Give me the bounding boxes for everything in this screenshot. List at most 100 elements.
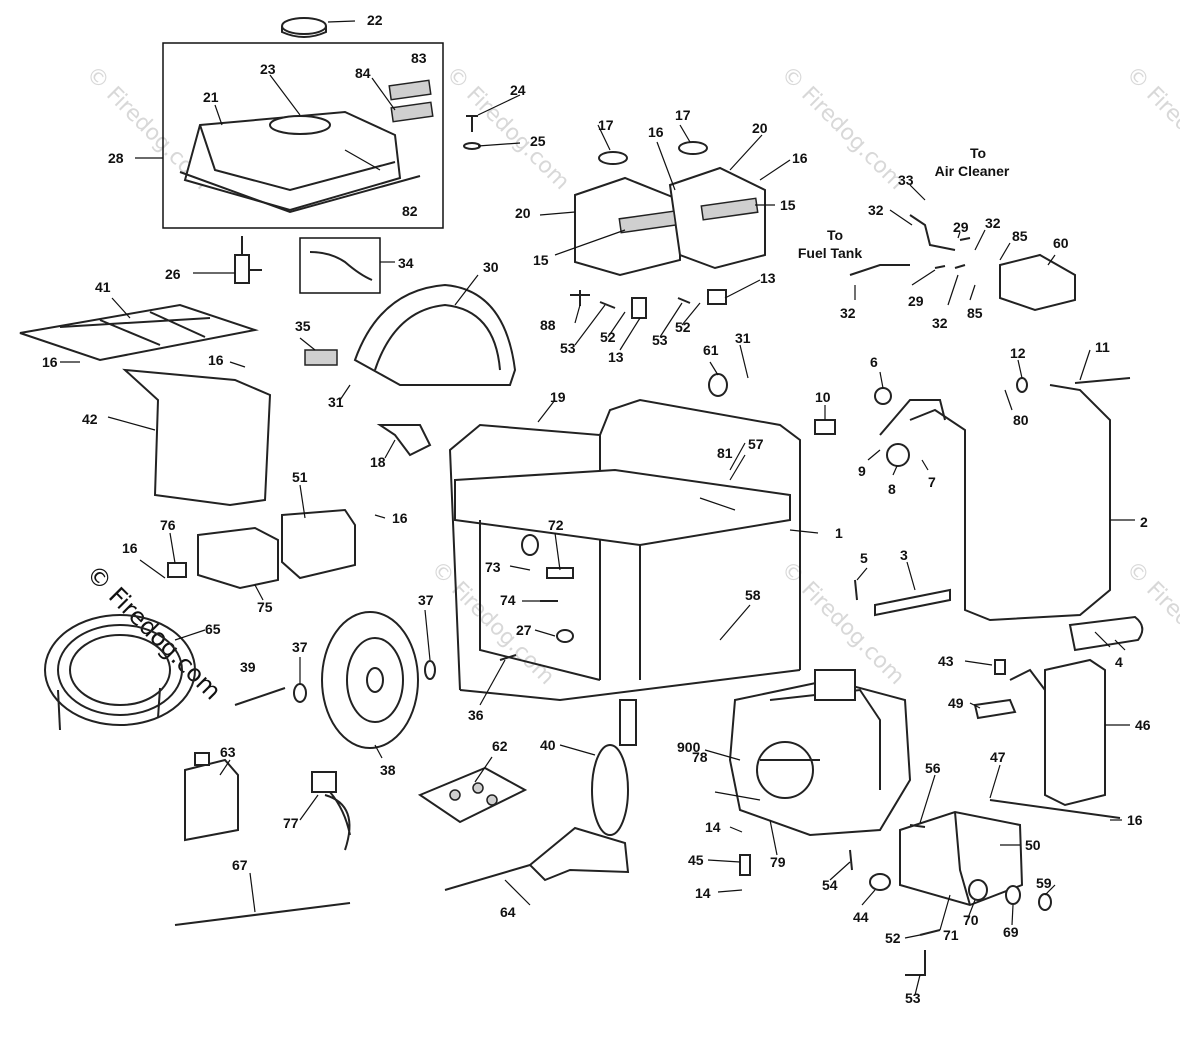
callout: 32 — [868, 202, 884, 218]
bracket — [874, 588, 951, 617]
battery-assembly — [167, 508, 356, 590]
callout: 32 — [932, 315, 948, 331]
callout: 63 — [220, 744, 236, 760]
callout: 16 — [208, 352, 224, 368]
spray-wand — [174, 902, 351, 926]
callout: 19 — [550, 389, 566, 405]
callout: 5 — [860, 550, 868, 566]
callout: 27 — [516, 622, 532, 638]
callout: 79 — [770, 854, 786, 870]
callout: 59 — [1036, 875, 1052, 891]
callout: 13 — [608, 349, 624, 365]
callout: 60 — [1053, 235, 1069, 251]
callout: 16 — [392, 510, 408, 526]
accessory-kit — [417, 766, 528, 824]
callout: 12 — [1010, 345, 1026, 361]
callout: 20 — [515, 205, 531, 221]
callout: 65 — [205, 621, 221, 637]
callout: 11 — [1095, 339, 1110, 355]
callout: 74 — [500, 592, 516, 608]
callout: 29 — [953, 219, 969, 235]
callout: 26 — [165, 266, 181, 282]
callout: 18 — [370, 454, 386, 470]
callout: 51 — [292, 469, 308, 485]
callout: 31 — [735, 330, 751, 346]
callout: 83 — [411, 50, 427, 66]
callout: 14 — [695, 885, 711, 901]
callout: 16 — [42, 354, 58, 370]
watermark-text: © Firedog.com — [1121, 62, 1180, 195]
callout: 20 — [752, 120, 768, 136]
callout: 53 — [560, 340, 576, 356]
callout: 43 — [938, 653, 954, 669]
callout: 34 — [398, 255, 414, 271]
callout: 70 — [963, 912, 979, 928]
callout: 14 — [705, 819, 721, 835]
watermark-text: © Firedog.com — [441, 62, 574, 195]
pressure-pump — [869, 810, 1052, 911]
callout: 23 — [260, 61, 276, 77]
callout: 45 — [688, 852, 704, 868]
note-air-cleaner-line-1: To — [970, 145, 986, 161]
callout: 50 — [1025, 837, 1041, 853]
fuel-fittings — [570, 289, 728, 397]
callout: 22 — [367, 12, 383, 28]
fuel-valve — [234, 236, 262, 284]
callout: 52 — [885, 930, 901, 946]
note-air-cleaner-line-2: Air Cleaner — [935, 163, 1010, 179]
callout: 32 — [840, 305, 856, 321]
note-fuel-tank: To Fuel Tank — [798, 227, 863, 261]
callout: 16 — [1127, 812, 1143, 828]
callout: 21 — [203, 89, 219, 105]
callout: 80 — [1013, 412, 1029, 428]
oil-bottle — [184, 752, 239, 842]
callout: 62 — [492, 738, 508, 754]
battery-charger — [311, 771, 351, 851]
callout: 31 — [328, 394, 344, 410]
callout: 32 — [985, 215, 1001, 231]
callout: 78 — [692, 749, 708, 765]
fuel-lines — [849, 214, 1076, 312]
small-parts — [376, 377, 1131, 976]
callout: 4 — [1115, 654, 1123, 670]
callout: 33 — [898, 172, 914, 188]
callout: 53 — [652, 332, 668, 348]
callout: 73 — [485, 559, 501, 575]
callout: 85 — [967, 305, 983, 321]
spray-gun — [444, 826, 630, 891]
callouts-extra: 15 — [370, 510, 386, 526]
callout: 29 — [908, 293, 924, 309]
callout: 64 — [500, 904, 516, 920]
note-fuel-tank-line-1: To — [827, 227, 843, 243]
callout: 57 — [748, 436, 764, 452]
watermark-text: © Firedog.com — [426, 557, 559, 690]
callout: 58 — [745, 587, 761, 603]
recoil-shroud — [353, 283, 517, 386]
callout: 82 — [402, 203, 418, 219]
callout: 30 — [483, 259, 499, 275]
callout: 16 — [792, 150, 808, 166]
callout: 41 — [95, 279, 111, 295]
callout: 37 — [418, 592, 434, 608]
callout: 52 — [675, 319, 691, 335]
callout: 40 — [540, 737, 556, 753]
callout: 13 — [760, 270, 776, 286]
callout: 17 — [598, 117, 614, 133]
callout: 61 — [703, 342, 719, 358]
callout: 24 — [510, 82, 526, 98]
callout: 38 — [380, 762, 396, 778]
axle — [234, 660, 436, 706]
callout: 88 — [540, 317, 556, 333]
callout: 7 — [928, 474, 936, 490]
callout: 2 — [1140, 514, 1148, 530]
callouts: 1 2 3 4 5 6 7 8 9 10 11 12 13 13 14 14 1… — [42, 12, 1151, 1006]
callout: 28 — [108, 150, 124, 166]
callout: 3 — [900, 547, 908, 563]
note-fuel-tank-line-2: Fuel Tank — [798, 245, 863, 261]
muffler — [973, 658, 1121, 819]
callout: 84 — [355, 65, 371, 81]
callout: 42 — [82, 411, 98, 427]
callout: 69 — [1003, 924, 1019, 940]
callout: 71 — [943, 927, 959, 943]
